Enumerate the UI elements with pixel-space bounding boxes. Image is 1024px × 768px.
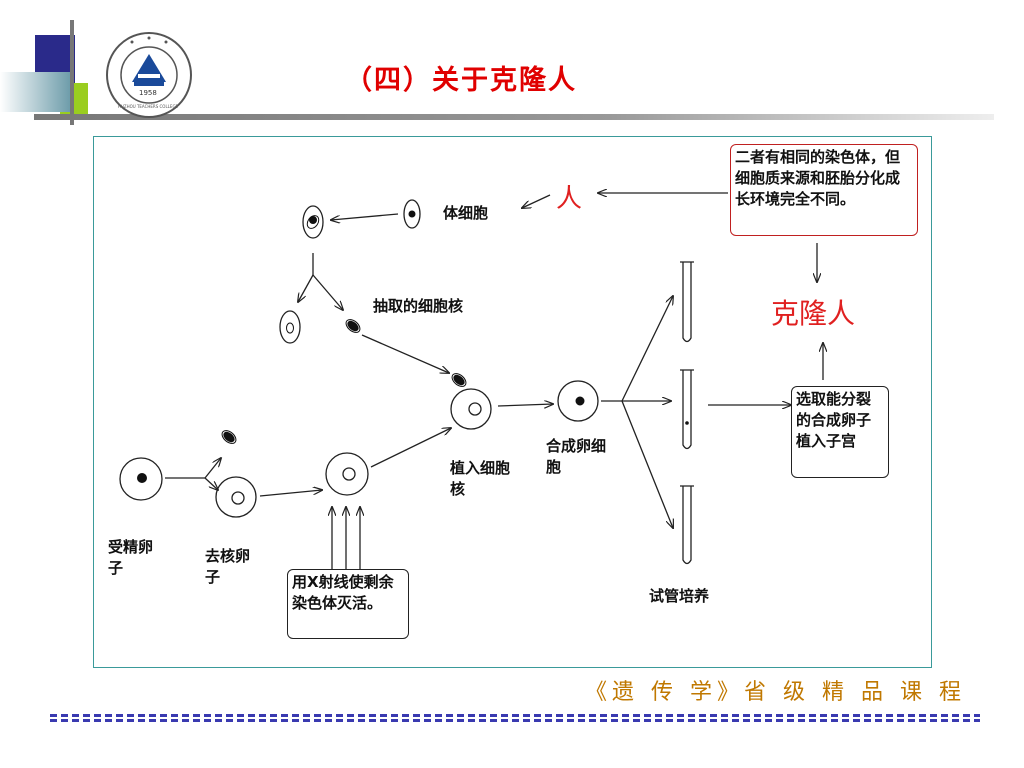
slide-title: （四）关于克隆人 (345, 65, 577, 96)
synthetic-egg-cell (557, 380, 599, 422)
label-test-tube-culture: 试管培养 (649, 587, 710, 605)
note-xray: 用X射线使剩余染色体灭活。 (287, 569, 409, 639)
fertilized-egg-nucleus (137, 473, 147, 483)
body-cell (403, 199, 421, 229)
label-fertilized-egg: 受精卵子 (108, 538, 154, 577)
label-implant-nucleus: 植入细胞核 (450, 459, 511, 498)
enucleated-egg (215, 476, 257, 518)
logo-ring-text: HUZHOU TEACHERS COLLEGE (118, 104, 179, 109)
test-tube-bottom (680, 485, 694, 565)
synthetic-egg-nucleus (575, 396, 585, 406)
college-logo: 1958 HUZHOU TEACHERS COLLEGE (104, 30, 194, 120)
irradiated-egg (325, 452, 369, 496)
label-extracted-nucleus: 抽取的细胞核 (373, 297, 464, 315)
body-cell-nucleus (408, 210, 416, 218)
removed-nucleus (223, 431, 235, 443)
extracted-nucleus (347, 320, 359, 332)
donor-cell-nucleus (309, 216, 317, 224)
label-human: 人 (556, 184, 583, 214)
course-footer: 《遗 传 学》省 级 精 品 课 程 (585, 680, 966, 705)
header-rule (34, 114, 994, 120)
label-clone-human: 克隆人 (771, 297, 856, 330)
corner-vertical-bar (70, 20, 74, 125)
note-chromosome: 二者有相同的染色体，但细胞质来源和胚胎分化成长环境完全不同。 (730, 144, 918, 236)
implanting-nucleus (453, 374, 465, 386)
fertilized-egg (119, 457, 163, 501)
footer-dotted-rule-2 (50, 719, 980, 722)
corner-stripe-teal (0, 72, 72, 112)
label-enucleated-egg: 去核卵子 (205, 547, 251, 586)
implant-cell (450, 388, 492, 430)
label-synthetic-egg: 合成卵细胞 (546, 437, 607, 476)
donor-cell (302, 205, 324, 239)
diagram-frame (93, 136, 932, 668)
empty-donor-cell (279, 310, 301, 344)
footer-dotted-rule (50, 714, 980, 720)
test-tube-middle (680, 369, 694, 450)
test-tube-top (680, 261, 694, 343)
logo-year: 1958 (139, 89, 157, 97)
note-implant-uterus: 选取能分裂的合成卵子植入子宫 (791, 386, 889, 478)
label-body-cell: 体细胞 (443, 204, 489, 222)
